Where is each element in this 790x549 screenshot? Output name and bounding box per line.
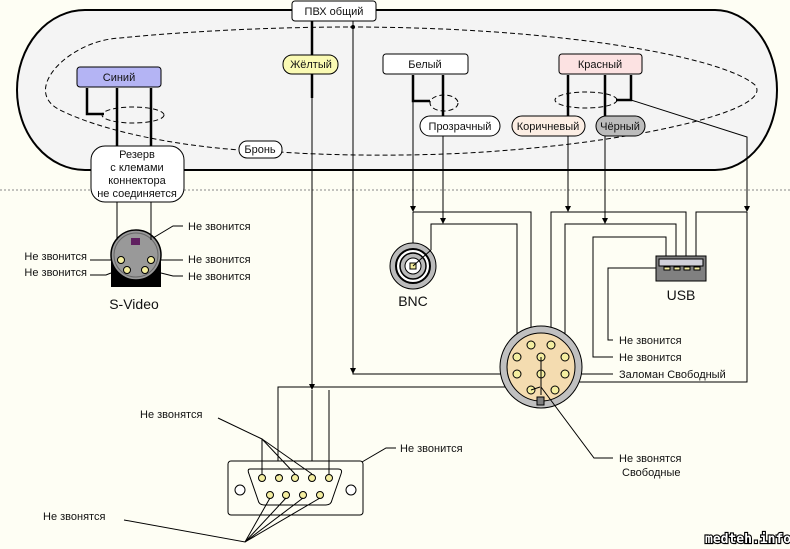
- reserve-note-box: [90, 145, 185, 203]
- reserve-note-line-3: коннектора: [108, 175, 166, 187]
- db9-bottom-note: Не звонятся: [43, 511, 105, 523]
- wire-transparent-box: [419, 115, 501, 137]
- round-free-note-1: Не звонятся: [619, 453, 681, 465]
- svideo-note-left-1: Не звонится: [24, 251, 87, 263]
- round-connector-pins: [512, 340, 570, 395]
- svideo-note-left-2: Не звонится: [24, 267, 87, 279]
- round-note-3: Заломан Свободный: [619, 369, 726, 381]
- cable-jacket: [15, 9, 779, 171]
- db9-top-note: Не звонятся: [140, 409, 202, 421]
- wire-white-label: Белый: [408, 59, 441, 71]
- armor-label-box: [238, 140, 283, 159]
- db9-shell-note: Не звонится: [400, 443, 463, 455]
- round-note-2: Не звонится: [619, 352, 682, 364]
- bnc-connector: [389, 242, 437, 290]
- usb-connector: [655, 255, 707, 282]
- svideo-note-top-right: Не звонится: [188, 221, 251, 233]
- svideo-note-right-2: Не звонится: [188, 271, 251, 283]
- wire-brown-box: [511, 115, 586, 137]
- wire-black-label: Чёрный: [600, 121, 640, 133]
- wire-yellow-box: [282, 54, 339, 75]
- wire-white-box: [382, 53, 469, 75]
- bnc-label: BNC: [398, 293, 428, 309]
- db9-connector: [227, 460, 364, 516]
- usb-label: USB: [667, 287, 696, 303]
- armor-label: Бронь: [244, 144, 276, 156]
- armor-shield: [45, 26, 758, 156]
- wire-brown-label: Коричневый: [517, 121, 580, 133]
- reserve-note-line-2: с клемами: [110, 162, 163, 174]
- wire-blue-box: [76, 66, 162, 88]
- wire-red-box: [558, 53, 643, 75]
- wire-yellow-label: Жёлтый: [290, 59, 332, 71]
- wire-transparent-label: Прозрачный: [429, 121, 492, 133]
- reserve-note-line-1: Резерв: [119, 149, 155, 161]
- reserve-note-line-4: не соединяется: [97, 188, 177, 200]
- svideo-label: S-Video: [109, 296, 159, 312]
- jacket-label: ПВХ общий: [305, 6, 364, 18]
- round-free-note-2: Свободные: [622, 467, 680, 479]
- wire-black-box: [595, 115, 646, 137]
- watermark: medteh.info: [705, 532, 790, 547]
- wire-blue-label: Синий: [103, 72, 135, 84]
- svideo-note-right-1: Не звонится: [188, 254, 251, 266]
- round-note-1: Не звонится: [619, 335, 682, 347]
- wire-red-label: Красный: [578, 59, 622, 71]
- jacket-label-box: [291, 0, 377, 22]
